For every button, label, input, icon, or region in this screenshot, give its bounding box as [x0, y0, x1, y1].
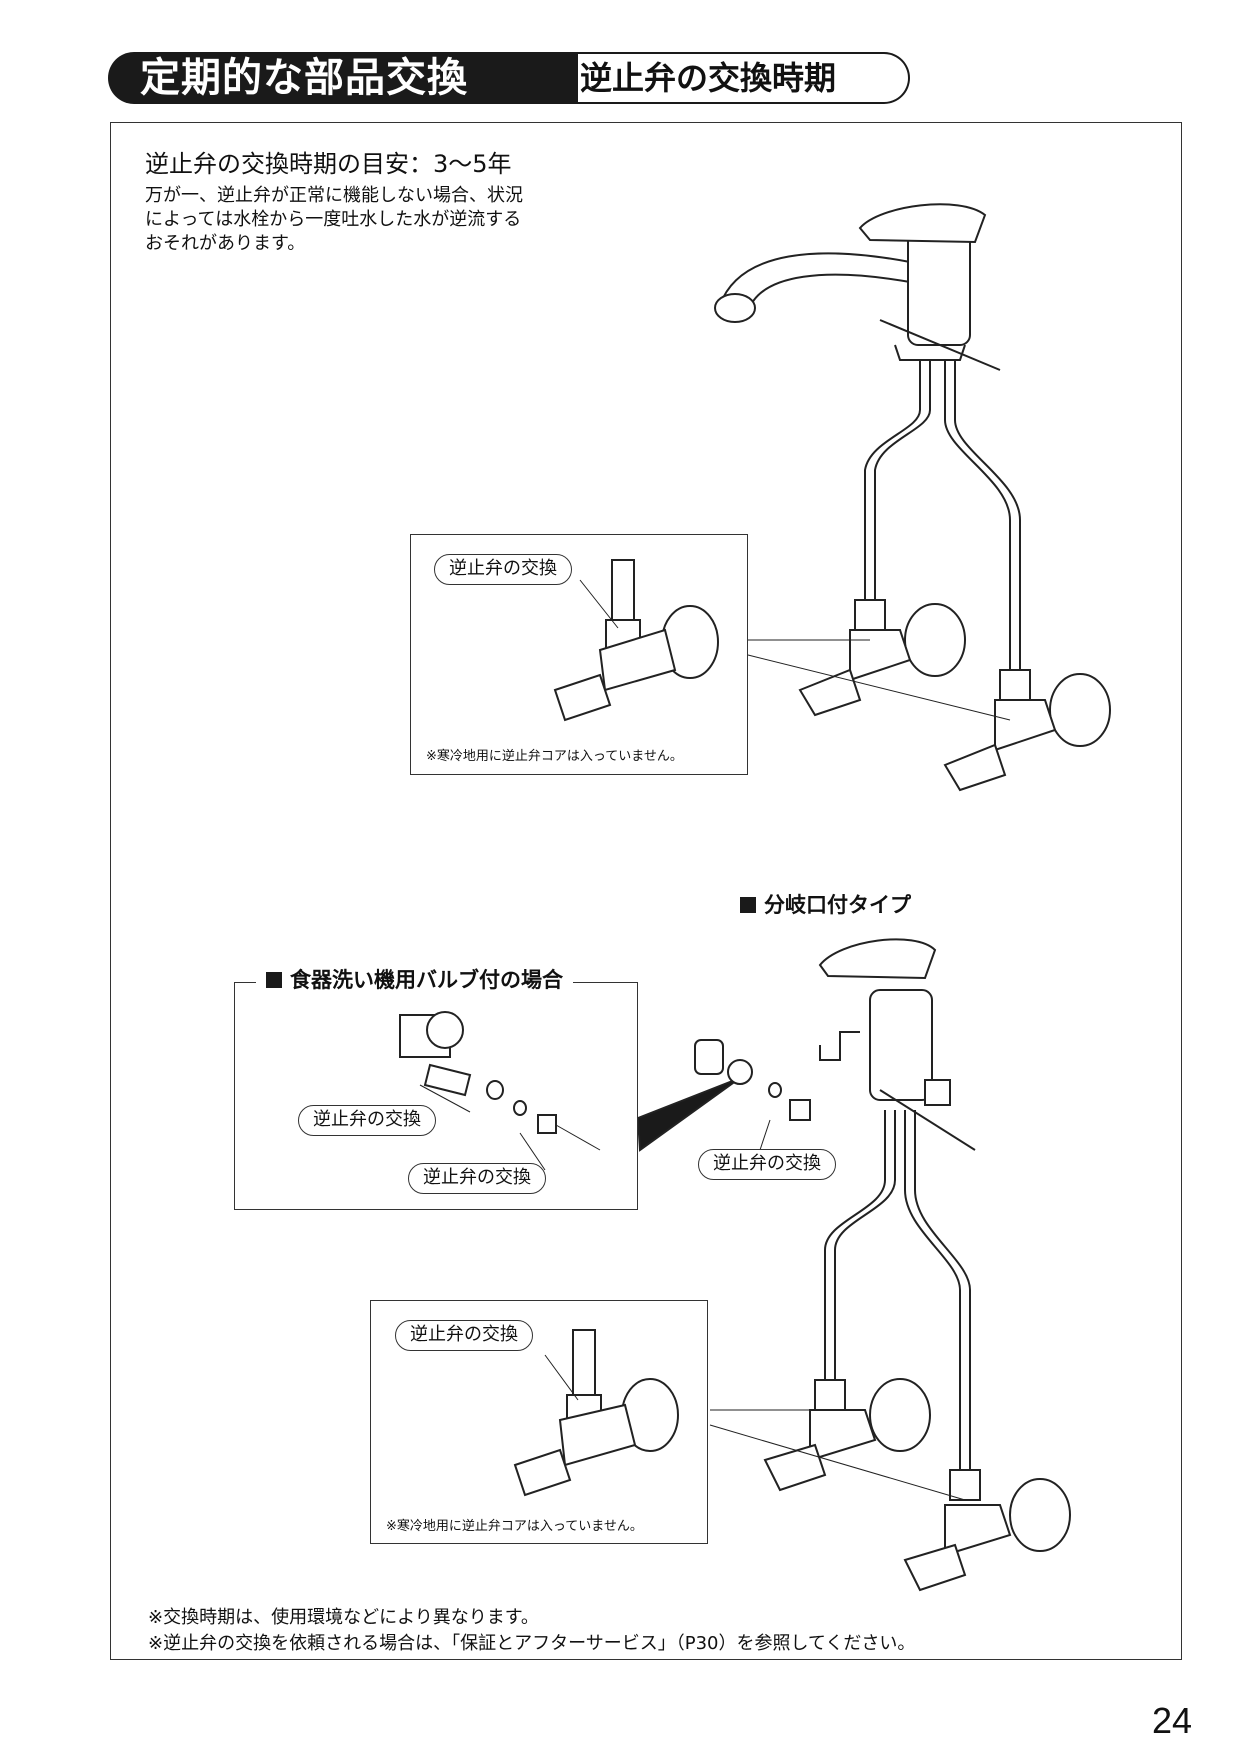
footnote: ※逆止弁の交換を依頼される場合は、「保証とアフターサービス」（P30）を参照して…: [148, 1633, 916, 1654]
upper-valve-inset: [410, 534, 748, 775]
branch-exploded-parts: [694, 1039, 811, 1151]
dishwasher-valve-drawing: [399, 1011, 601, 1171]
dishwasher-box-title-text: 食器洗い機用バルブ付の場合: [290, 968, 563, 992]
lower-valve-inset: [370, 1300, 708, 1544]
square-bullet-icon: [740, 897, 756, 913]
branch-type-label: 分岐口付タイプ: [740, 889, 911, 919]
section-title: 定期的な部品交換: [108, 52, 578, 104]
intro-text: 万が一、逆止弁が正常に機能しない場合、状況 によっては水栓から一度吐水した水が逆…: [145, 184, 605, 256]
page-number: 24: [1152, 1700, 1193, 1741]
upper-inset-valve-drawing: [553, 559, 719, 722]
intro-line: によっては水栓から一度吐水した水が逆流する: [145, 209, 522, 230]
cold-region-note: ※寒冷地用に逆止弁コアは入っていません。: [426, 749, 683, 764]
dishwasher-check-valve-callout: 逆止弁の交換: [408, 1163, 546, 1194]
branch-type-text: 分岐口付タイプ: [764, 893, 911, 917]
lower-faucet-drawing: [709, 938, 1071, 1592]
dishwasher-box-title: 食器洗い機用バルブ付の場合: [256, 964, 573, 994]
content-frame: [110, 122, 1182, 1660]
intro-line: おそれがあります。: [145, 233, 306, 254]
footnote: ※交換時期は、使用環境などにより異なります。: [148, 1607, 539, 1628]
check-valve-callout: 逆止弁の交換: [395, 1320, 533, 1351]
subsection-title: 逆止弁の交換時期: [560, 52, 910, 104]
intro-line: 万が一、逆止弁が正常に機能しない場合、状況: [145, 185, 523, 206]
upper-faucet-drawing: [714, 203, 1111, 792]
lower-inset-valve-drawing: [513, 1329, 679, 1497]
check-valve-callout: 逆止弁の交換: [434, 554, 572, 585]
dishwasher-check-valve-callout: 逆止弁の交換: [298, 1105, 436, 1136]
branch-check-valve-callout: 逆止弁の交換: [698, 1149, 836, 1180]
cold-region-note: ※寒冷地用に逆止弁コアは入っていません。: [386, 1519, 643, 1534]
replacement-interval-heading: 逆止弁の交換時期の目安：3〜5年: [145, 150, 512, 178]
square-bullet-icon: [266, 972, 282, 988]
footnotes: ※交換時期は、使用環境などにより異なります。 ※逆止弁の交換を依頼される場合は、…: [148, 1605, 915, 1657]
